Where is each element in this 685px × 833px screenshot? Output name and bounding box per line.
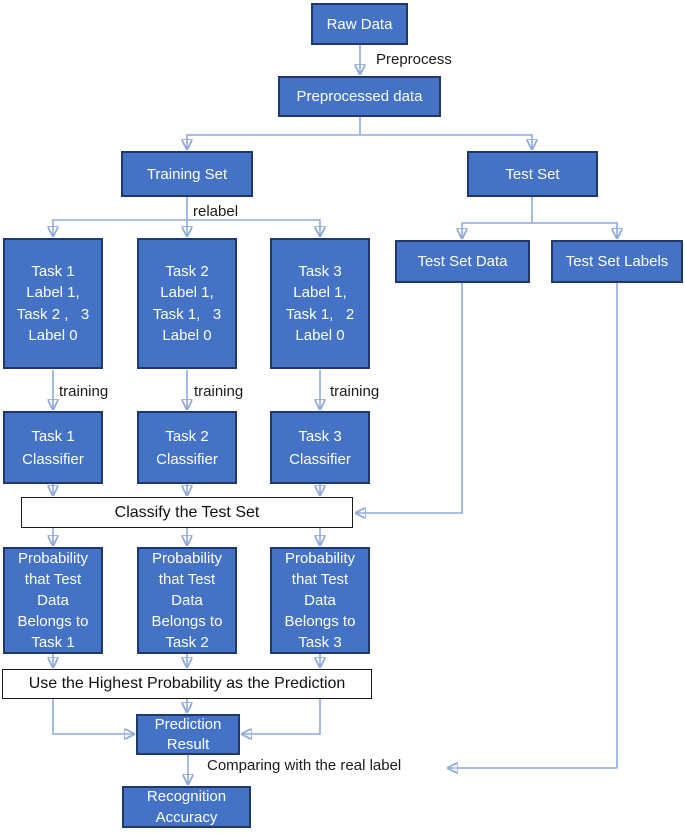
edge-preprocessed-to-trainingset	[187, 134, 360, 149]
process-use-highest-probability: Use the Highest Probability as the Predi…	[2, 669, 372, 699]
edge-relabel-to-task1	[53, 219, 187, 236]
edge-label-training-1: training	[59, 383, 109, 400]
edge-testsetdata-to-classify	[356, 283, 463, 513]
edge-testset-to-testsetlabels	[532, 222, 617, 238]
edge-highest-to-prediction-right	[242, 699, 321, 734]
edge-testsetlabels-to-comparing	[448, 283, 618, 768]
edge-label-relabel: relabel	[193, 203, 239, 220]
node-training-set: Training Set	[121, 151, 253, 197]
node-raw-data: Raw Data	[311, 3, 408, 45]
node-preprocessed-data: Preprocessed data	[278, 76, 441, 117]
node-test-set-data: Test Set Data	[395, 240, 530, 283]
node-test-set-labels: Test Set Labels	[551, 240, 683, 283]
process-classify-test-set: Classify the Test Set	[21, 497, 353, 528]
edge-label-comparing-real-label: Comparing with the real label	[207, 757, 402, 774]
edge-label-training-3: training	[330, 383, 380, 400]
edge-highest-to-prediction-left	[52, 699, 134, 734]
edge-relabel-to-task3	[187, 219, 320, 236]
node-test-set: Test Set	[467, 151, 598, 197]
edge-label-training-2: training	[194, 383, 244, 400]
edge-preprocessed-to-testset	[360, 134, 532, 149]
edge-testset-to-testsetdata	[462, 222, 532, 238]
edge-label-preprocess: Preprocess	[376, 51, 452, 68]
